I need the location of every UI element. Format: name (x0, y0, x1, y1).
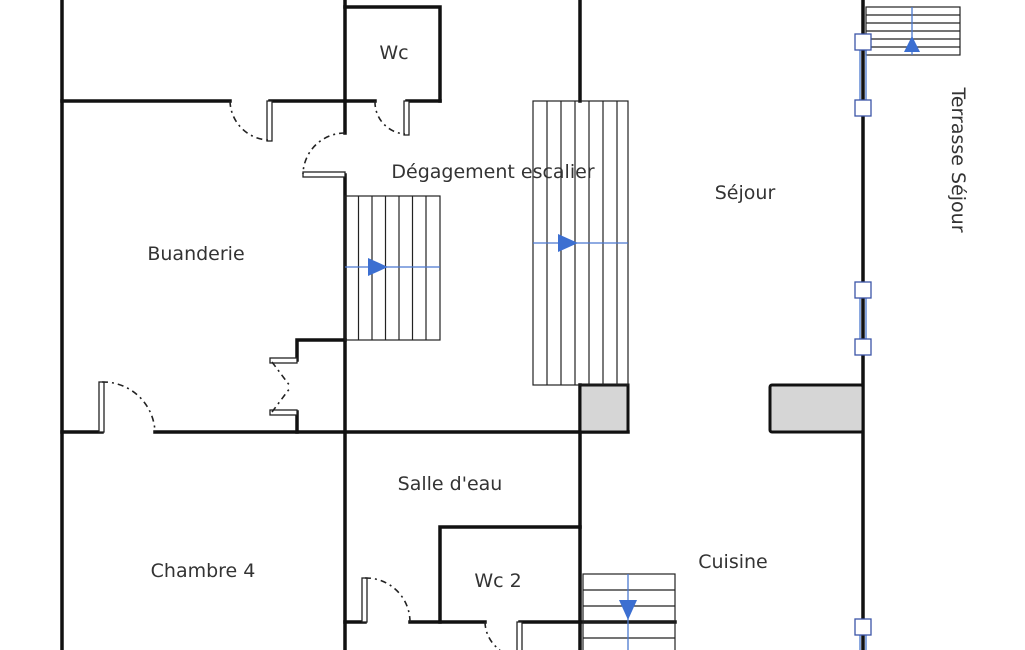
room-label-salle-eau: Salle d'eau (397, 473, 503, 495)
terrace-stairs (865, 6, 961, 56)
staircase-2 (532, 100, 629, 386)
stair-arrow-icon (619, 600, 637, 620)
stair-arrow-icon (368, 258, 388, 276)
room-label-chambre-4: Chambre 4 (150, 560, 256, 582)
room-label-wc: Wc (379, 42, 409, 64)
doors (98, 100, 523, 650)
column (578, 383, 630, 434)
staircase-1 (344, 195, 441, 341)
room-label-wc-2: Wc 2 (474, 570, 522, 592)
room-label-degagement: Dégagement escalier (391, 161, 595, 183)
room-label-terrasse-sejour: Terrasse Séjour (947, 87, 969, 233)
column (768, 383, 865, 434)
staircase-kitchen (582, 573, 676, 650)
stair-arrow-icon (904, 36, 920, 52)
room-label-buanderie: Buanderie (147, 243, 245, 265)
stair-arrow-icon (558, 234, 578, 252)
room-label-cuisine: Cuisine (698, 551, 768, 573)
room-label-sejour: Séjour (714, 182, 776, 204)
windows (854, 33, 872, 650)
